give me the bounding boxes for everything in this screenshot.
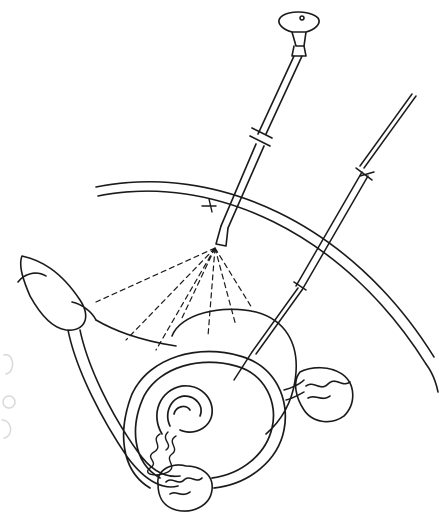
- abdominal-wall: [96, 182, 438, 392]
- squiggle-tube: [148, 432, 176, 475]
- needle-instrument: [234, 94, 416, 380]
- left-tube: [68, 330, 180, 487]
- wall-entry-notch: [202, 199, 216, 212]
- left-ovary: [158, 465, 212, 511]
- spiral-loop: [124, 352, 286, 488]
- right-ovary: [296, 368, 353, 422]
- laparoscope-instrument: [216, 12, 319, 246]
- watermark-mark: [2, 355, 15, 438]
- light-cone: [96, 248, 252, 350]
- left-funnel-icon: [18, 256, 96, 330]
